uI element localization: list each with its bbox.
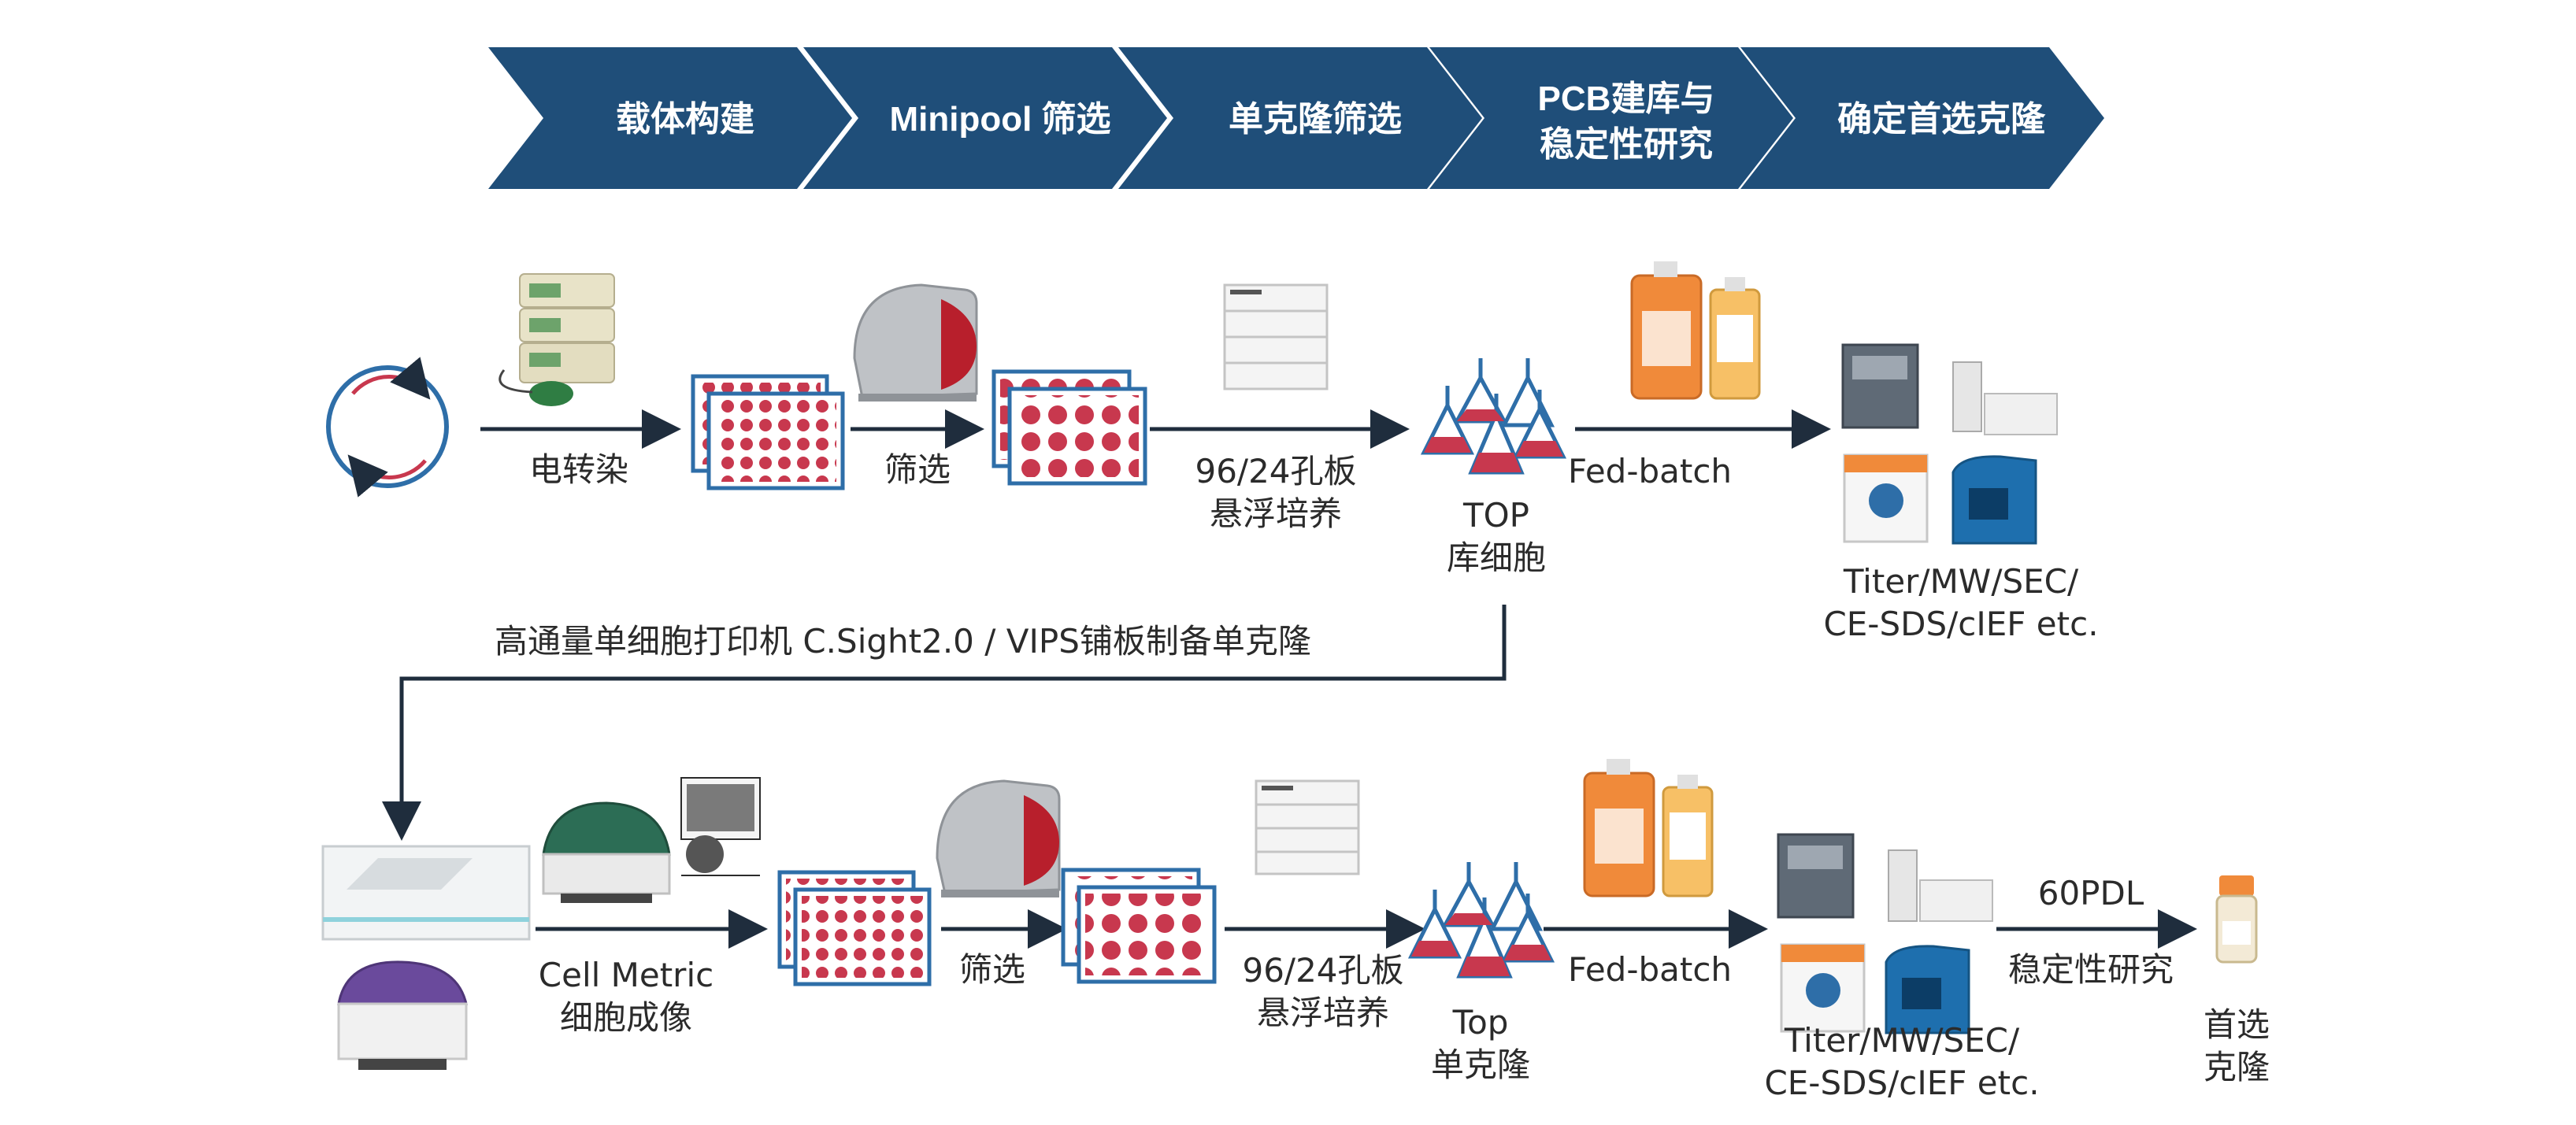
chevron-step-4: PCB建库与 稳定性研究 [1429,47,1793,189]
imager-icon [337,960,468,1070]
label-screening-1: 筛选 [884,450,951,489]
label-suspension-1-line2: 悬浮培养 [1209,494,1342,533]
label-analytics-1-line2: CE-SDS/cIEF etc. [1823,605,2099,643]
label-imaging: Cell Metric 细胞成像 [484,954,768,1039]
label-suspension-2-line1: 96/24孔板 [1242,951,1404,990]
incubator-icon [936,779,1061,897]
vial-icon [2215,875,2258,964]
well-plate-icon [1061,868,1217,984]
electroporator-icon [499,273,615,406]
label-analytics-1: Titer/MW/SEC/ CE-SDS/cIEF etc. [1803,561,2118,646]
label-top-clone-line2: 单克隆 [1430,1045,1530,1084]
label-suspension-2: 96/24孔板 悬浮培养 [1181,949,1465,1034]
hplc-icon [1841,343,2058,435]
label-final-clone: 首选 克隆 [2095,1004,2378,1089]
imager-icon [542,801,671,903]
chevron-step-5-label: 确定首选克隆 [1837,100,2046,139]
well-plate-icon [991,369,1147,486]
label-suspension-1: 96/24孔板 悬浮培养 [1134,450,1418,535]
plasmid-icon [326,357,449,498]
label-imaging-line2: 细胞成像 [559,998,692,1037]
label-suspension-2-line2: 悬浮培养 [1256,994,1389,1032]
chevron-step-4-label-line1: PCB建库与 [1538,80,1715,118]
incubator-icon [853,283,978,402]
media-bag-icon [1583,759,1714,897]
flask-icon [1407,862,1555,979]
label-fedbatch-1: Fed-batch [1567,452,1733,490]
cell-printer-icon [321,845,531,941]
analyzer-icon [1843,453,2037,545]
analyzer-icon [1780,943,1970,1034]
well-plate-icon [691,374,845,490]
label-top-clone: Top 单克隆 [1339,1001,1622,1086]
imager-icon [680,777,761,876]
connector-line [382,605,1507,841]
label-suspension-1-line1: 96/24孔板 [1195,452,1357,490]
hplc-icon [1777,833,1993,922]
media-bag-icon [1630,261,1761,400]
shaker-icon [1255,779,1360,875]
shaker-icon [1223,283,1329,390]
well-plate-icon [777,870,932,986]
label-electroporation: 电转染 [528,450,628,489]
chevron-step-3: 单克隆筛选 [1118,47,1482,189]
chevron-step-5: 确定首选克隆 [1740,47,2104,189]
chevron-step-1-label: 载体构建 [616,100,754,139]
label-connector: 高通量单细胞打印机 C.Sight2.0 / VIPS铺板制备单克隆 [495,622,1311,661]
flask-icon [1420,358,1567,475]
label-analytics-2-line1: Titer/MW/SEC/ [1784,1021,2020,1060]
label-final-clone-line2: 克隆 [2203,1048,2270,1086]
label-top-pool-line2: 库细胞 [1446,538,1546,577]
label-fedbatch-2: Fed-batch [1567,950,1733,989]
label-stability-top: 60PDL [2037,874,2144,912]
label-screening-2: 筛选 [958,950,1025,989]
chevron-step-2: Minipool 筛选 [803,47,1167,189]
chevron-step-2-label: Minipool 筛选 [889,100,1110,139]
label-analytics-1-line1: Titer/MW/SEC/ [1843,562,2079,601]
label-stability-bottom: 稳定性研究 [2007,950,2174,989]
chevron-step-4-label-line2: 稳定性研究 [1540,125,1713,164]
process-chevrons: 载体构建 Minipool 筛选 单克隆筛选 PCB建库与 稳定性研究 确定首选… [488,47,2104,189]
label-top-pool: TOP 库细胞 [1355,494,1638,579]
chevron-step-1: 载体构建 [488,47,852,189]
chevron-step-3-label: 单克隆筛选 [1229,100,1402,139]
label-top-clone-line1: Top [1452,1003,1509,1042]
label-final-clone-line1: 首选 [2203,1005,2270,1044]
label-top-pool-line1: TOP [1462,496,1530,535]
label-analytics-2: Titer/MW/SEC/ CE-SDS/cIEF etc. [1744,1020,2059,1105]
label-imaging-line1: Cell Metric [538,956,714,994]
label-analytics-2-line2: CE-SDS/cIEF etc. [1764,1064,2040,1102]
